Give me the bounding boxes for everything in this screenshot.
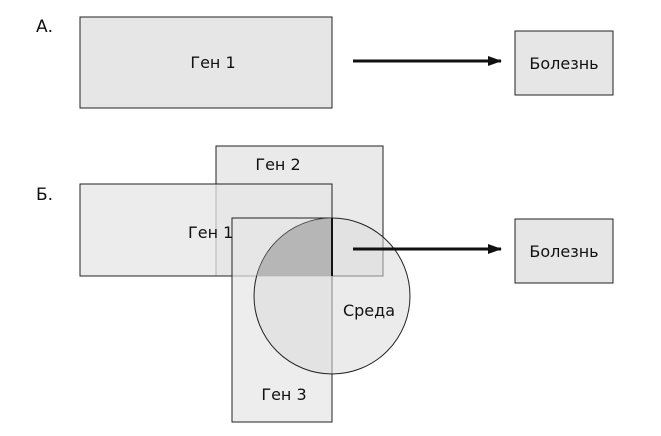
gene1-label-b: Ген 1 bbox=[188, 223, 233, 242]
panel-b: Б. Ген 2 Ген 1 Ген 3 Среда Болезнь bbox=[36, 145, 614, 423]
overlap-region bbox=[256, 218, 332, 276]
disease-label-b: Болезнь bbox=[529, 242, 598, 261]
panel-a: А. Ген 1 Болезнь bbox=[36, 16, 614, 109]
panel-a-label: А. bbox=[36, 17, 53, 37]
disease-label-a: Болезнь bbox=[529, 54, 598, 73]
gene1-label-a: Ген 1 bbox=[190, 53, 235, 72]
gene1-box-a bbox=[79, 16, 333, 109]
disease-box-b bbox=[514, 218, 614, 284]
panel-b-label: Б. bbox=[36, 185, 53, 205]
environment-label: Среда bbox=[343, 301, 395, 320]
gene3-label: Ген 3 bbox=[261, 385, 306, 404]
disease-box-a bbox=[514, 30, 614, 96]
gene2-label: Ген 2 bbox=[255, 155, 300, 174]
